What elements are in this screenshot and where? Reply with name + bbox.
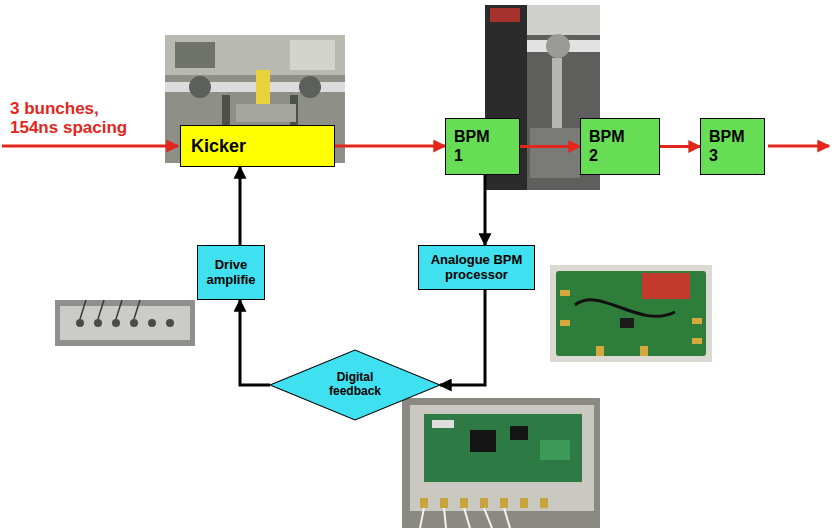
processor-box: Analogue BPM processor xyxy=(418,245,535,290)
feedback-board-photo xyxy=(402,398,600,528)
node-text: BPM 1 xyxy=(454,128,490,165)
bpm-box: BPM 2 xyxy=(580,118,660,175)
bpm-box: BPM 3 xyxy=(700,118,765,175)
node-text: Drive amplifie xyxy=(206,258,255,288)
node-text: BPM 2 xyxy=(589,128,625,165)
signal-arrow xyxy=(484,175,487,245)
decision-diamond: Digital feedback xyxy=(270,350,440,420)
amplifier-photo xyxy=(55,300,195,346)
node-text: Analogue BPM processor xyxy=(427,253,527,283)
processor-board-photo xyxy=(550,265,712,362)
beam-in-arrow xyxy=(2,145,178,148)
amplifier-box: Drive amplifie xyxy=(197,245,265,300)
beam-note: 3 bunches, 154ns spacing xyxy=(10,99,138,138)
beam-arrow xyxy=(660,145,700,148)
node-text: Kicker xyxy=(191,136,246,157)
node-text: Digital feedback xyxy=(329,371,381,399)
beam-arrow xyxy=(335,145,445,148)
signal-arrow xyxy=(240,300,270,385)
signal-arrow xyxy=(440,290,485,385)
kicker-box: Kicker xyxy=(180,125,335,167)
diamond-shape xyxy=(270,350,440,420)
bpm-box: BPM 1 xyxy=(445,118,520,175)
signal-arrow xyxy=(239,167,242,245)
beam-arrow xyxy=(520,145,580,148)
beam-out-arrow xyxy=(768,145,829,148)
node-text: BPM 3 xyxy=(709,128,745,165)
